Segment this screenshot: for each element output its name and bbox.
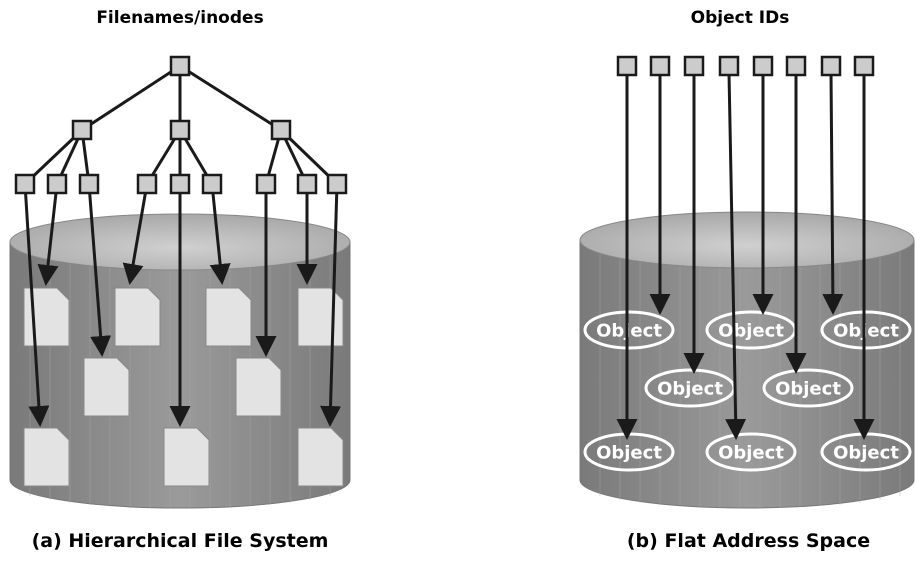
object-ellipse: Object <box>583 310 675 350</box>
pointer-arrow <box>320 183 342 427</box>
document-icon <box>114 287 161 347</box>
object-ellipse: Object <box>705 432 797 472</box>
object-id-node <box>853 55 875 77</box>
inode-node <box>270 119 292 141</box>
object-label: Object <box>657 379 723 400</box>
object-id-node <box>649 55 671 77</box>
document-icon <box>297 427 344 487</box>
inode-node <box>78 173 100 195</box>
object-id-node <box>616 55 638 77</box>
inode-node <box>71 119 93 141</box>
tree-nodes <box>14 55 348 195</box>
pointer-arrow <box>87 183 112 357</box>
left-arrows <box>23 183 342 427</box>
document-icon <box>235 357 282 417</box>
inode-node <box>169 119 191 141</box>
inode-node <box>326 173 348 195</box>
inode-node <box>169 173 191 195</box>
inode-node <box>201 173 223 195</box>
hierarchical-caption: (a) Hierarchical File System <box>31 530 329 552</box>
pointer-arrow <box>725 72 747 440</box>
hierarchical-heading: Filenames/inodes <box>96 8 264 28</box>
object-ellipse: Object <box>820 310 912 350</box>
object-id-node <box>785 55 807 77</box>
flat-heading: Object IDs <box>690 8 790 28</box>
document-icon <box>163 427 210 487</box>
object-id-node <box>752 55 774 77</box>
document-icon <box>297 287 344 347</box>
object-label: Object <box>833 321 899 342</box>
document-icon <box>205 287 252 347</box>
object-id-nodes <box>616 55 875 77</box>
object-id-node <box>820 55 842 77</box>
object-label: Object <box>775 379 841 400</box>
object-ellipse: Object <box>762 368 854 408</box>
document-icon <box>83 357 130 417</box>
objects: Object Object Object Object Object Objec… <box>583 310 912 472</box>
inode-node <box>255 173 277 195</box>
object-label: Object <box>833 443 899 464</box>
object-label: Object <box>596 321 662 342</box>
object-id-node <box>718 55 740 77</box>
pointer-arrow <box>209 183 231 285</box>
document-icon <box>23 427 70 487</box>
flat-caption: (b) Flat Address Space <box>626 530 871 552</box>
object-label: Object <box>718 321 784 342</box>
pointer-arrow <box>822 72 844 315</box>
inode-node <box>296 173 318 195</box>
object-label: Object <box>596 443 662 464</box>
pointer-arrow <box>122 183 149 285</box>
inode-node <box>136 173 158 195</box>
pointer-arrow <box>23 183 50 427</box>
right-arrows <box>616 72 875 440</box>
pointer-arrow <box>37 183 59 286</box>
inode-node <box>46 173 68 195</box>
object-id-node <box>683 55 705 77</box>
inode-node <box>14 173 36 195</box>
object-label: Object <box>718 443 784 464</box>
root-inode-node <box>169 55 191 77</box>
